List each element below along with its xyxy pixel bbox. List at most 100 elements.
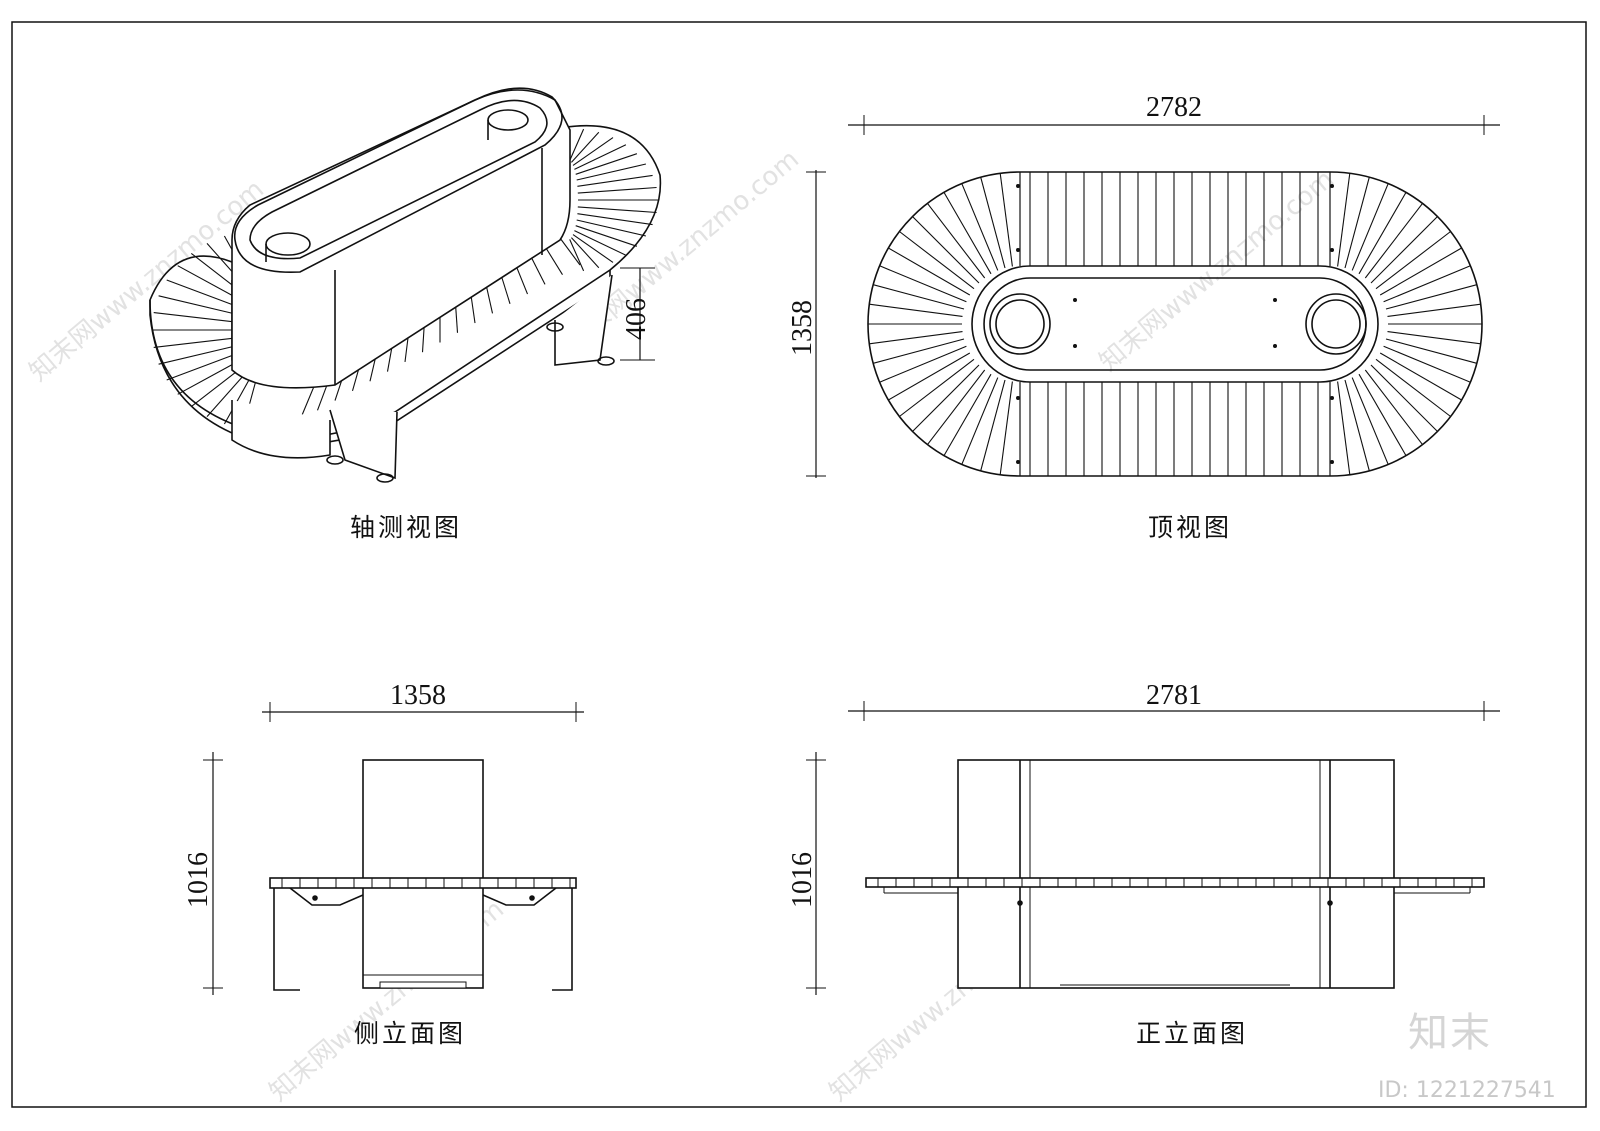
front-seat-top	[865, 877, 1485, 888]
iso-foot-2	[546, 322, 564, 332]
top-slat-radial	[869, 303, 963, 317]
top-slat-radial	[879, 345, 967, 383]
top-slat-radial	[1358, 373, 1407, 456]
top-slat-radial	[1387, 331, 1481, 345]
iso-planter-rim-inner	[249, 99, 548, 260]
top-slat-radial	[1379, 247, 1462, 296]
top-slat-radial	[888, 247, 971, 296]
top-slat-radial	[961, 183, 999, 271]
iso-slat-radial	[570, 237, 600, 269]
iso-slat-radial	[572, 234, 614, 263]
top-slat-radial	[943, 373, 992, 456]
iso-slat-radial	[572, 137, 614, 166]
iso-slat-radial	[177, 265, 240, 300]
top-slat-radial	[1364, 203, 1423, 279]
iso-slat-radial	[577, 186, 657, 194]
iso-dim-height-label: 406	[621, 298, 652, 340]
iso-slat-line	[529, 254, 546, 285]
top-slat-radial	[1383, 265, 1471, 303]
iso-slat-radial	[206, 371, 248, 417]
iso-slat-radial	[574, 144, 627, 170]
top-slat-radial	[943, 192, 992, 275]
side-dim-width-label: 1358	[390, 680, 446, 711]
top-slat-radial	[1337, 173, 1351, 267]
watermark-logo: 知末	[1408, 1010, 1492, 1056]
iso-slat-radial	[577, 213, 653, 226]
top-planter-rim	[983, 277, 1367, 371]
side-seat-slats	[281, 878, 571, 888]
top-slat-radial	[1351, 377, 1389, 465]
iso-foot-4	[326, 455, 344, 465]
iso-slat-line	[559, 237, 581, 266]
iso-slat-radial	[190, 366, 244, 408]
front-planter	[957, 759, 1395, 989]
iso-slat-radial	[575, 153, 638, 175]
iso-slat-radial	[166, 353, 237, 381]
side-leg-right	[552, 888, 573, 991]
iso-slat-radial	[577, 206, 657, 214]
side-view	[203, 702, 584, 995]
iso-slat-line	[544, 246, 563, 275]
top-slat-radial	[1379, 352, 1462, 401]
top-slat-radial	[899, 358, 975, 417]
iso-slat-radial	[569, 128, 585, 161]
top-slat-radial	[1337, 381, 1351, 475]
side-seat-top	[269, 877, 577, 889]
side-dim-height-label: 1016	[183, 852, 214, 908]
iso-slat-radial	[570, 131, 600, 163]
top-slat-radial	[912, 364, 980, 432]
iso-planter-rim-outer	[233, 87, 563, 274]
iso-foot-3	[376, 473, 394, 483]
iso-slat-radial	[153, 312, 233, 323]
top-slat-radial	[1370, 216, 1438, 284]
iso-slat-radial	[574, 230, 627, 256]
top-slat-radial	[1344, 177, 1370, 269]
top-slat-radial	[999, 381, 1013, 475]
top-slat-radial	[1387, 303, 1481, 317]
top-dim-length-label: 2782	[1146, 92, 1202, 123]
top-dim-width-label: 1358	[787, 300, 818, 356]
top-pot-right	[1305, 293, 1367, 355]
top-view	[806, 115, 1500, 478]
iso-slat-radial	[158, 345, 234, 365]
front-view-title: 正立面图	[1136, 1019, 1249, 1048]
top-seat-slats	[868, 172, 1482, 476]
top-slat-radial	[1351, 183, 1389, 271]
top-slat-radial	[1344, 379, 1370, 471]
side-view-title: 侧立面图	[354, 1019, 467, 1048]
front-view	[806, 701, 1500, 995]
top-slat-radial	[1375, 358, 1451, 417]
iso-slat-radial	[576, 219, 647, 237]
front-dim-height-label: 1016	[787, 852, 818, 908]
top-slat-radial	[1370, 364, 1438, 432]
top-slat-radial	[1385, 284, 1477, 310]
front-dim-length-label: 2781	[1146, 680, 1202, 711]
top-seat-inner	[971, 265, 1379, 383]
iso-slat-radial	[569, 239, 585, 272]
iso-slat-radial	[575, 225, 638, 247]
front-seat-slats	[877, 878, 1473, 887]
top-slat-radial	[980, 379, 1006, 471]
top-slat-radial	[980, 177, 1006, 269]
top-bolts	[1016, 184, 1334, 464]
top-slat-radial	[879, 265, 967, 303]
top-pot-left	[989, 293, 1051, 355]
iso-slat-radial	[166, 279, 237, 307]
iso-slat-radial	[153, 337, 233, 348]
top-slat-radial	[912, 216, 980, 284]
iso-planter-body	[231, 89, 571, 389]
iso-slat-radial	[177, 360, 240, 395]
top-view-title: 顶视图	[1148, 513, 1233, 542]
iso-slat-radial	[576, 163, 647, 181]
isometric-view	[149, 87, 662, 483]
top-slat-radial	[1358, 192, 1407, 275]
top-slat-radial	[888, 352, 971, 401]
iso-foot-1	[597, 356, 615, 366]
isometric-view-title: 轴测视图	[350, 513, 463, 542]
watermark-id: ID: 1221227541	[1378, 1078, 1556, 1103]
top-slat-radial	[1383, 345, 1471, 383]
iso-slat-radial	[158, 295, 234, 315]
top-slat-radial	[927, 369, 986, 445]
top-slat-radial	[1364, 369, 1423, 445]
